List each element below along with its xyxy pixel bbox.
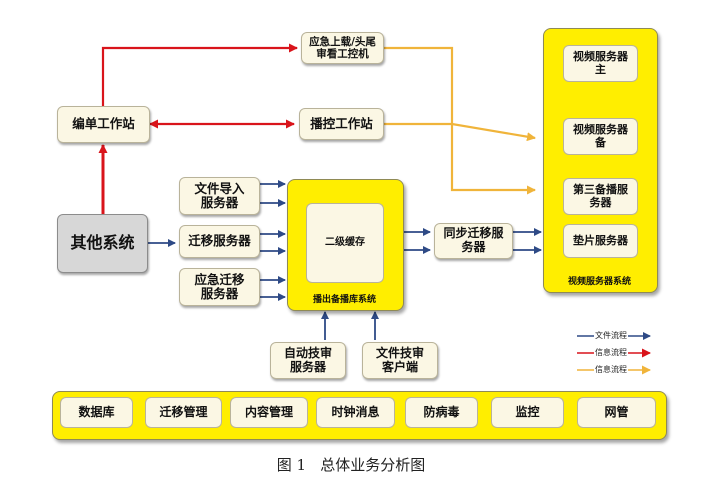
emergency-migration-server-node: 应急迁移 服务器 <box>179 268 260 306</box>
video-server-backup-node: 视频服务器 备 <box>563 118 638 155</box>
playout-library-system-label: 播出备播库系统 <box>312 295 376 305</box>
other-systems-node: 其他系统 <box>57 214 148 273</box>
bar-item-antivirus: 防病毒 <box>405 397 478 428</box>
playout-control-node: 播控工作站 <box>299 108 384 140</box>
editing-station-node: 编单工作站 <box>57 106 150 143</box>
filler-server-node: 垫片服务器 <box>563 224 638 258</box>
arrow-editing-to-emergency-upload <box>101 43 298 106</box>
arrow-playout-to-video-system <box>384 122 536 142</box>
sync-migration-server-node: 同步迁移服 务器 <box>434 223 513 259</box>
video-server-main-node: 视频服务器 主 <box>563 45 638 82</box>
emergency-upload-node: 应急上载/头尾 审看工控机 <box>301 32 384 64</box>
auto-tech-review-server-node: 自动技审 服务器 <box>270 342 346 379</box>
bar-item-migration-management: 迁移管理 <box>145 397 222 428</box>
file-import-server-node: 文件导入 服务器 <box>179 177 260 215</box>
legend-info-flow-label: 信息流程 <box>594 364 628 375</box>
third-backup-server-node: 第三备播服 务器 <box>563 178 638 215</box>
legend-file-flow-label: 文件流程 <box>594 330 628 341</box>
figure-caption: 图 1 总体业务分析图 <box>276 456 426 474</box>
arrow-emergency-upload-to-third-backup <box>384 46 536 195</box>
file-tech-review-client-node: 文件技审 客户端 <box>362 342 438 379</box>
video-server-system-label: 视频服务器系统 <box>567 277 631 287</box>
bar-item-network-management: 网管 <box>577 397 656 428</box>
bar-item-clock-message: 时钟消息 <box>316 397 395 428</box>
bar-item-content-management: 内容管理 <box>230 397 308 428</box>
migration-server-node: 迁移服务器 <box>179 225 260 258</box>
secondary-cache-node: 二级缓存 <box>306 203 384 283</box>
legend-signal-flow-label: 信息流程 <box>594 347 628 358</box>
bar-item-database: 数据库 <box>60 397 133 428</box>
bar-item-monitoring: 监控 <box>491 397 564 428</box>
